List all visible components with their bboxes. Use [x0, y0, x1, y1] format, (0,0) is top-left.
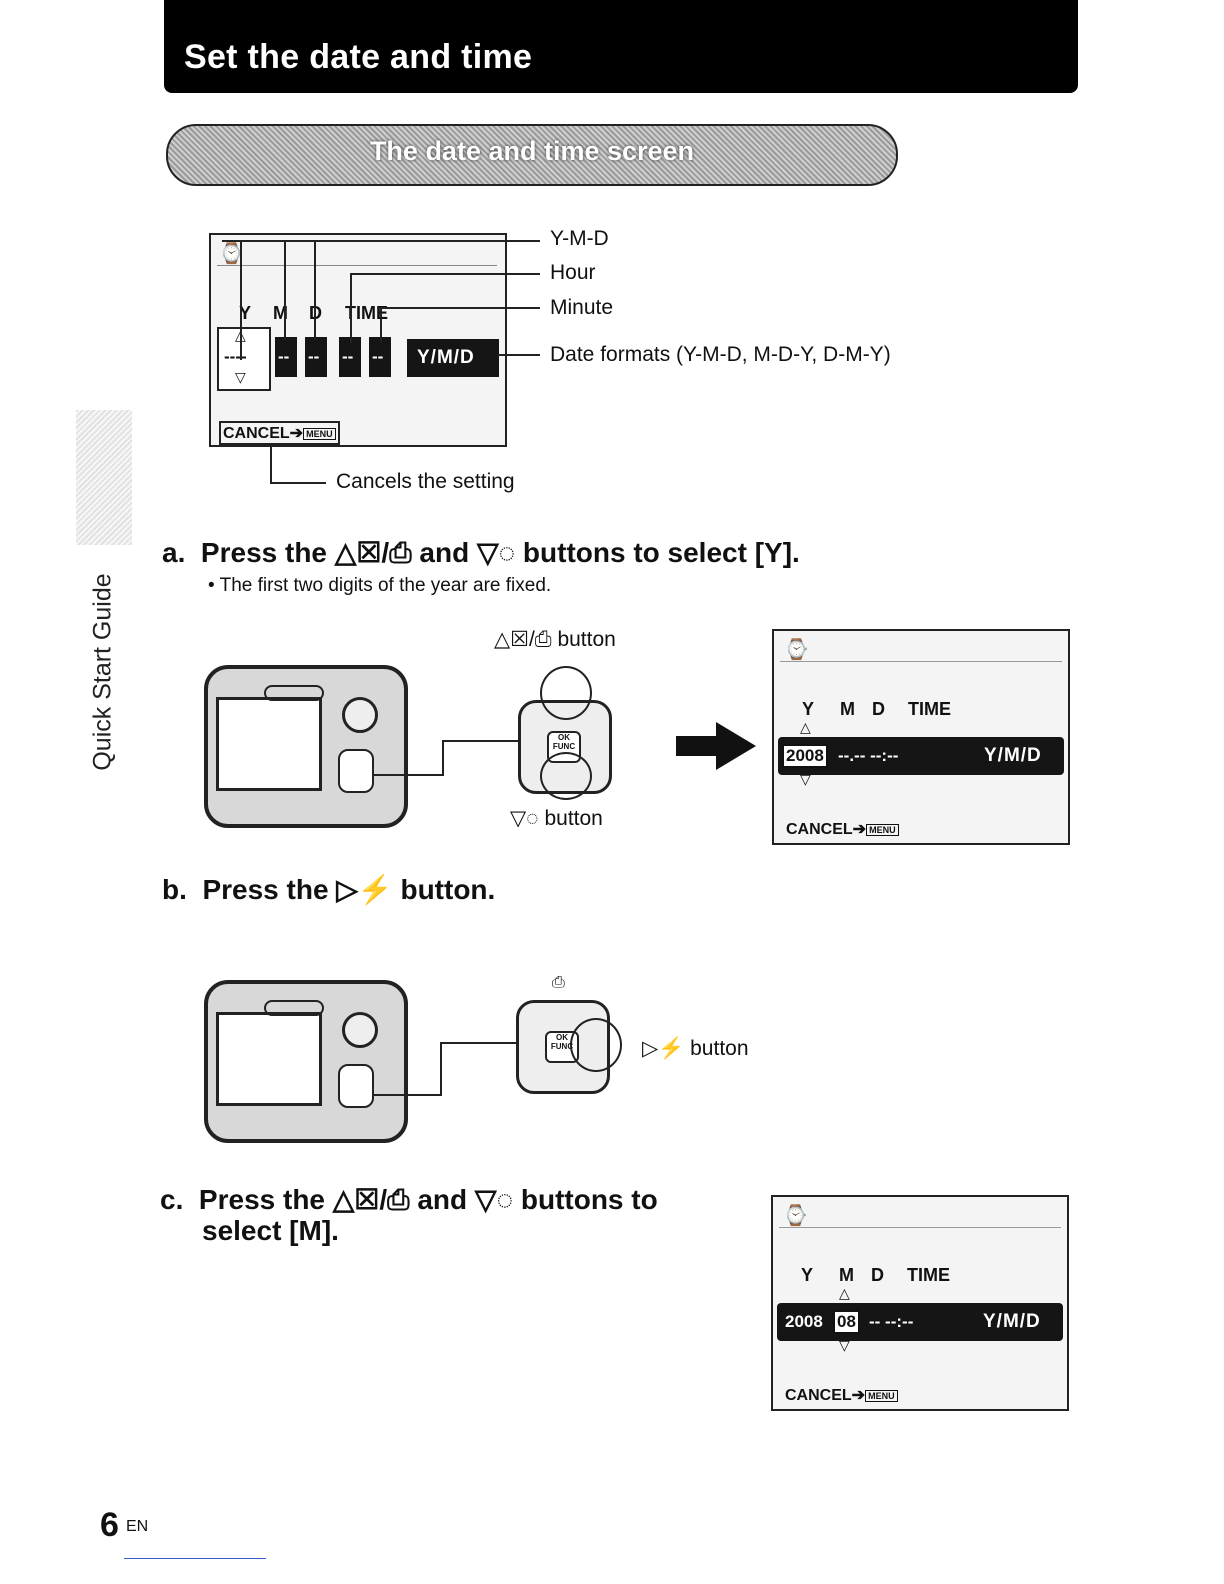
clock-icon: ⌚	[784, 639, 809, 661]
header-bar	[164, 0, 1078, 93]
section-banner-text: The date and time screen	[369, 136, 695, 166]
month-field: --	[275, 337, 297, 377]
col-time: TIME	[908, 699, 951, 719]
clock-icon: ⌚	[783, 1205, 808, 1227]
date-rest: --.-- --:--	[838, 746, 899, 765]
clock-icon: ⌚	[219, 243, 244, 265]
language-code: EN	[126, 1518, 149, 1535]
col-y: Y	[239, 303, 252, 323]
print-icon: ⎙	[552, 974, 565, 991]
page-title: Set the date and time	[184, 38, 533, 76]
hour-field: --	[339, 337, 361, 377]
value-bar: 2008 08 -- --:-- Y/M/D	[777, 1303, 1063, 1341]
col-d: D	[872, 699, 885, 719]
arrow-right-icon	[676, 736, 718, 756]
camera-illustration	[204, 980, 408, 1143]
down-arrow-icon: ▽	[839, 1337, 850, 1353]
cancel-menu-label: CANCEL➔MENU	[785, 1385, 898, 1405]
cancel-menu-label: CANCEL➔MENU	[786, 819, 899, 839]
down-arrow-icon: ▽	[800, 771, 811, 787]
callout-ymd: Y-M-D	[550, 227, 609, 250]
date-format: Y/M/D	[984, 745, 1042, 766]
divider	[780, 661, 1062, 662]
camera-dial	[342, 697, 378, 733]
callout-line	[270, 482, 326, 484]
camera-top-button	[264, 1000, 324, 1016]
step-b-heading: b. Press the ▷⚡ button.	[162, 874, 496, 905]
camera-dpad	[338, 1064, 374, 1108]
callout-line	[222, 240, 540, 242]
down-arrow-icon: ▽	[235, 369, 246, 385]
section-banner: The date and time screen	[166, 124, 898, 186]
format-field: Y/M/D	[407, 339, 499, 377]
callout-line	[314, 240, 316, 340]
divider	[779, 1227, 1061, 1228]
date-rest: -- --:--	[869, 1312, 914, 1331]
step-a-lcd: ⌚ Y M D TIME △ 2008 --.-- --:-- Y/M/D ▽ …	[772, 629, 1070, 845]
callout-line	[497, 354, 540, 356]
col-m: M	[839, 1265, 854, 1285]
callout-line	[380, 307, 382, 343]
col-d: D	[871, 1265, 884, 1285]
diagram-lcd: ⌚ Y M D TIME △ ---- ▽ -- -- -- -- Y/M/D …	[209, 233, 507, 447]
up-button-label: △☒/⎙ button	[494, 628, 616, 651]
date-format: Y/M/D	[983, 1311, 1041, 1332]
step-a-note: • The first two digits of the year are f…	[208, 575, 552, 596]
up-arrow-icon: △	[839, 1285, 850, 1301]
right-button-label: ▷⚡ button	[642, 1037, 749, 1060]
arrow-right-icon-head	[716, 722, 756, 770]
day-field: --	[305, 337, 327, 377]
col-m: M	[840, 699, 855, 719]
month-selected: 08	[833, 1310, 860, 1334]
down-button-label: ▽◌ button	[510, 807, 603, 830]
step-a-heading: a. Press the △☒/⎙ and ▽◌ buttons to sele…	[162, 537, 800, 568]
page-number: 6	[100, 1506, 119, 1544]
up-arrow-icon: △	[800, 719, 811, 735]
callout-minute: Minute	[550, 296, 614, 319]
pointer-line	[440, 1042, 518, 1044]
sidebar-label: Quick Start Guide	[88, 573, 117, 771]
callout-hour: Hour	[550, 261, 596, 284]
year-selected: 2008	[782, 744, 828, 768]
step-c-heading: c. Press the △☒/⎙ and ▽◌ buttons to	[160, 1184, 658, 1215]
footer-rule	[124, 1558, 266, 1559]
step-c-lcd: ⌚ Y M D TIME △ 2008 08 -- --:-- Y/M/D ▽ …	[771, 1195, 1069, 1411]
callout-line	[350, 273, 540, 275]
callout-line	[380, 307, 540, 309]
camera-screen	[216, 697, 322, 791]
divider	[217, 265, 497, 266]
pointer-line	[372, 774, 442, 776]
value-bar: 2008 --.-- --:-- Y/M/D	[778, 737, 1064, 775]
year-value: 2008	[785, 1312, 823, 1331]
callout-line	[240, 240, 242, 360]
sidebar-pattern	[76, 410, 132, 545]
callout-line	[350, 273, 352, 343]
callout-cancels: Cancels the setting	[336, 470, 515, 493]
highlight-circle	[570, 1018, 622, 1072]
pointer-line	[442, 740, 518, 742]
callout-line	[270, 443, 272, 483]
camera-top-button	[264, 685, 324, 701]
step-c-heading-line2: select [M].	[202, 1215, 339, 1246]
col-time: TIME	[345, 303, 388, 323]
pointer-line	[372, 1094, 442, 1096]
col-y: Y	[801, 1265, 814, 1285]
minute-field: --	[369, 337, 391, 377]
camera-dial	[342, 1012, 378, 1048]
camera-screen	[216, 1012, 322, 1106]
callout-formats: Date formats (Y-M-D, M-D-Y, D-M-Y)	[550, 343, 891, 366]
highlight-circle	[540, 752, 592, 800]
year-placeholder: ----	[224, 347, 247, 366]
col-y: Y	[802, 699, 815, 719]
year-field: △ ---- ▽	[217, 327, 271, 391]
pointer-line	[442, 740, 444, 776]
col-time: TIME	[907, 1265, 950, 1285]
camera-illustration	[204, 665, 408, 828]
pointer-line	[440, 1042, 442, 1096]
camera-dpad	[338, 749, 374, 793]
cancel-menu-label: CANCEL➔MENU	[219, 421, 340, 445]
highlight-circle	[540, 666, 592, 720]
callout-line	[284, 240, 286, 340]
